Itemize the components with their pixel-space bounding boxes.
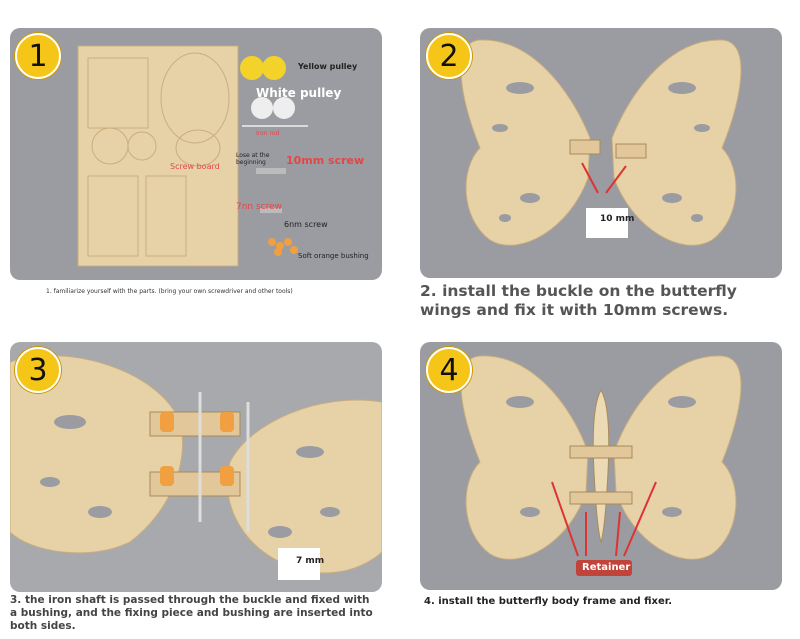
body-frame-illustration bbox=[460, 355, 742, 576]
step1-number-badge: 1 bbox=[15, 33, 61, 79]
step3-panel: 7 mm bbox=[10, 342, 382, 592]
step3-caption: 3. the iron shaft is passed through the … bbox=[10, 594, 373, 632]
white-pulley-label: White pulley bbox=[256, 86, 342, 100]
loose-label: Lose at the beginning bbox=[236, 152, 270, 166]
step2-number-badge: 2 bbox=[426, 33, 472, 79]
step1-caption: 1. familiarize yourself with the parts. … bbox=[46, 288, 293, 295]
soft-bushing-label: Soft orange bushing bbox=[298, 252, 369, 260]
screw-7mm-label: 7nn screw bbox=[236, 202, 283, 212]
yellow-pulley-label: Yellow pulley bbox=[298, 62, 358, 71]
retainer-label: Retainer bbox=[582, 562, 631, 573]
screw-7mm-badge: 7 mm bbox=[296, 556, 325, 566]
step4-number-badge: 4 bbox=[426, 347, 472, 393]
screw-10mm-label: 10mm screw bbox=[286, 154, 365, 167]
butterfly-wings-illustration bbox=[460, 39, 742, 246]
screw-10mm-badge: 10 mm bbox=[600, 214, 635, 224]
step2-panel: 10 mm bbox=[420, 28, 782, 278]
screw-6mm-label: 6nm screw bbox=[284, 220, 328, 229]
iron-rod-label: Iron rod bbox=[256, 130, 280, 137]
parts-sheet-illustration bbox=[77, 45, 308, 267]
step3-number-badge: 3 bbox=[15, 347, 61, 393]
screw-board-label: Screw board bbox=[170, 162, 220, 171]
step4-panel: Retainer bbox=[420, 342, 782, 590]
step4-caption: 4. install the butterfly body frame and … bbox=[424, 596, 673, 607]
step2-caption: 2. install the buckle on the butterfly w… bbox=[420, 282, 737, 319]
step1-panel: Yellow pulley White pulley Iron rod Scre… bbox=[10, 28, 382, 280]
shaft-bushing-illustration bbox=[10, 355, 382, 580]
